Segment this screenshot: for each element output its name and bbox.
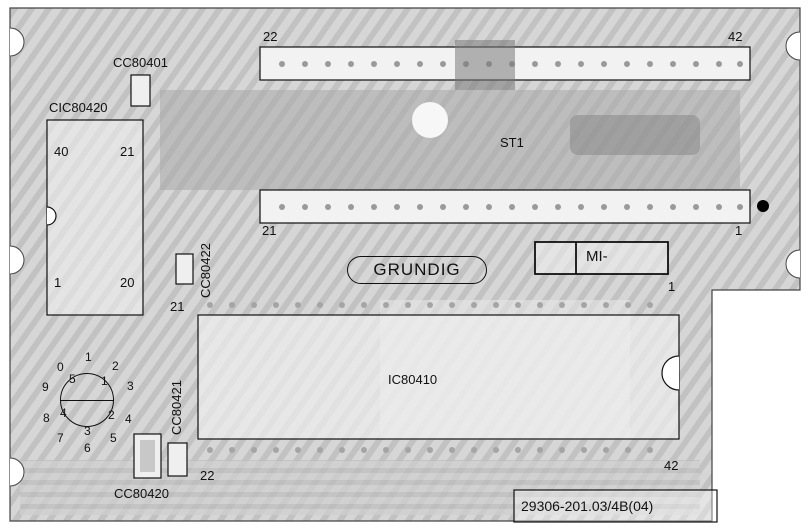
dial-outer-6: 6 [84, 441, 91, 455]
connector-pin-22-label: 22 [263, 29, 278, 44]
ic-pin-22-label: 22 [200, 468, 215, 483]
cic-pin-40-label: 40 [54, 144, 69, 159]
mount-notch [9, 245, 25, 275]
cc80422-label: CC80422 [198, 243, 213, 298]
mount-notch [785, 31, 801, 61]
ic80410-outline [197, 314, 680, 440]
dial-outer-7: 7 [57, 431, 64, 445]
ic-pin-1-label: 1 [668, 279, 676, 294]
cic-pin-1-label: 1 [54, 275, 62, 290]
cc80422-outline [175, 253, 194, 285]
grundig-logo: GRUNDIG [347, 256, 487, 284]
board-shading [20, 460, 700, 515]
dial-inner-1: 1 [101, 374, 108, 388]
ic80410-label: IC80410 [388, 372, 438, 387]
mount-notch [9, 457, 25, 487]
dial-inner-2: 2 [108, 408, 115, 422]
st1-body [570, 115, 700, 155]
connector-bottom-pads [279, 204, 743, 210]
mi-box [534, 241, 669, 275]
connector-shadow [455, 40, 515, 90]
dial-outer-8: 8 [43, 411, 50, 425]
ic80410-pads [207, 302, 653, 453]
cc80420-label: CC80420 [114, 486, 169, 501]
dial-outer-2: 2 [112, 359, 119, 373]
cic80420-label: CIC80420 [49, 100, 108, 115]
dial-outer-9: 9 [42, 380, 49, 394]
rotary-switch-pointer [60, 400, 114, 401]
ic-pin-21-label: 21 [170, 299, 185, 314]
dial-outer-3: 3 [127, 379, 134, 393]
cic80420-notch [46, 206, 57, 226]
cic-pin-21-label: 21 [120, 144, 135, 159]
connector-bottom-row [259, 189, 751, 224]
part-number-box [513, 489, 718, 523]
connector-pin-42-label: 42 [728, 29, 743, 44]
cic-pin-20-label: 20 [120, 275, 135, 290]
dial-outer-0: 0 [57, 360, 64, 374]
cc80420-pad [140, 440, 155, 472]
dial-outer-1: 1 [85, 350, 92, 364]
ic-pin-42-label: 42 [664, 458, 679, 473]
cc80421-outline [167, 442, 188, 477]
mount-notch [785, 249, 801, 279]
connector-pin-21-label: 21 [262, 223, 277, 238]
st1-label: ST1 [500, 135, 524, 150]
connector-pin-1-label: 1 [735, 223, 743, 238]
st1-hole [412, 102, 448, 138]
dial-outer-5: 5 [110, 431, 117, 445]
dial-outer-4: 4 [125, 412, 132, 426]
mi-label: MI- [586, 248, 608, 265]
mount-notch [9, 27, 25, 57]
dial-inner-4: 4 [60, 406, 67, 420]
pin1-marker [757, 200, 769, 212]
part-number: 29306-201.03/4B(04) [521, 498, 654, 514]
ic80410-notch [661, 355, 680, 391]
cc80401-label: CC80401 [113, 55, 168, 70]
cc80401-outline [130, 74, 151, 107]
cc80421-label: CC80421 [169, 380, 184, 435]
dial-inner-3: 3 [84, 424, 91, 438]
dial-inner-5: 5 [69, 372, 76, 386]
